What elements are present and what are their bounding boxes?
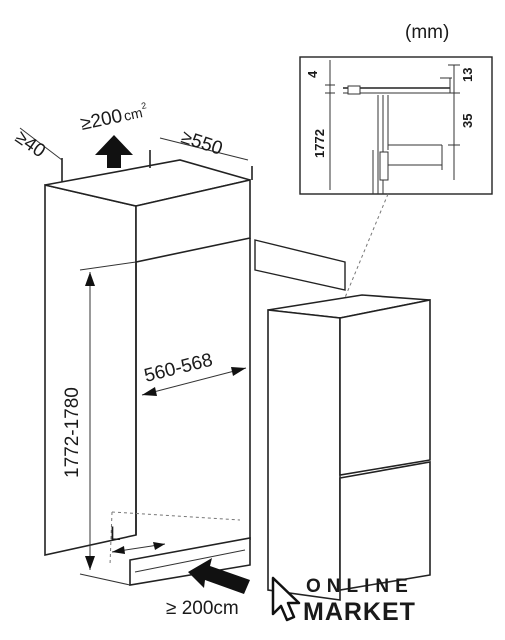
vent-bottom-label: ≥ 200cm [166,598,239,619]
vent-top-area: ≥200 [79,106,125,135]
logo-line1: ONLINE [306,576,414,597]
dim-niche-height: 1772-1780 [62,387,83,478]
vent-top-label: ≥200 cm 2 [79,100,148,135]
fridge-appliance [267,294,431,601]
detail-gap-right-top: 13 [460,68,475,82]
units-label: (mm) [405,22,449,43]
vent-top-unit: cm [122,104,144,124]
logo-line2: MARKET [303,598,416,626]
detail-gap-right-mid: 35 [460,114,475,128]
online-market-logo: ONLINE MARKET [271,576,416,626]
dim-depth: ≥550 [178,127,225,160]
vent-top-exp: 2 [140,100,147,111]
dim-depth-marker: L [110,524,121,545]
detail-height: 1772 [312,129,327,158]
detail-gap-top: 4 [305,70,320,78]
cursor-icon [271,576,301,622]
vent-top-arrow [95,135,133,168]
detail-inset: 4 1772 13 35 [299,56,493,195]
vent-bottom-arrow [188,558,250,594]
dim-niche-width: 560-568 [142,350,215,387]
dim-top-gap: ≥40 [11,127,49,162]
